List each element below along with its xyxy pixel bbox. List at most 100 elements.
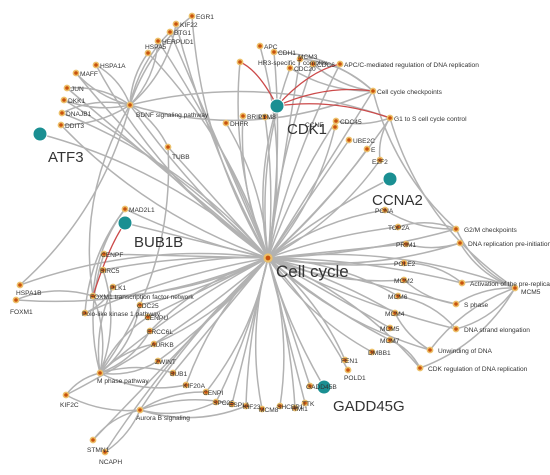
- node-mcm3: [296, 55, 304, 63]
- node-label-gadd45b: GADD45B: [306, 384, 337, 391]
- edge-g2m-top2a: [397, 222, 457, 230]
- node-kif2c: [62, 391, 70, 399]
- edge-center-mcm4: [267, 257, 396, 314]
- edge-center-hspa1b: [19, 252, 269, 286]
- node-plk1: [109, 283, 117, 291]
- node-label-apc: APC: [264, 44, 278, 51]
- node-label-kif22: KIF22: [180, 22, 198, 29]
- node-stmn1: [89, 436, 97, 444]
- node-label-foxm1: FOXM1: [10, 309, 33, 316]
- node-apc: [256, 42, 264, 50]
- edge-g2m-cck: [372, 90, 457, 230]
- node-apcdr: [336, 60, 344, 68]
- node-plkpath: [81, 309, 89, 317]
- node-label-ercc6l: ERCC6L: [147, 329, 173, 336]
- node-pole2: [400, 259, 408, 267]
- node-label-cdc45: CDC45: [340, 119, 362, 126]
- node-ncaph: [101, 448, 109, 456]
- edge-foxm1tf-mphase: [92, 295, 104, 374]
- node-label-pcna: PCNA: [375, 208, 394, 215]
- node-layer: [12, 12, 519, 456]
- node-label-g2m: G2/M checkpoints: [464, 227, 517, 234]
- node-label-plk1: PLK1: [110, 285, 126, 292]
- edge-dnarep-prim1: [405, 242, 461, 249]
- edge-aurorab-kif23: [139, 405, 247, 419]
- node-label-mcm6: MCM6: [388, 294, 408, 301]
- node-label-zwint: ZWINT: [155, 359, 176, 366]
- edge-center-ccna2: [267, 178, 391, 259]
- edge-aurorab-espl1: [139, 399, 233, 411]
- node-label-stmn1: STMN1: [87, 447, 110, 454]
- node-label-cck: Cell cycle checkpoints: [377, 89, 443, 96]
- node-bdnf: [126, 101, 134, 109]
- edge-aurorab-ncaph: [104, 409, 141, 453]
- node-dnastrand: [452, 325, 460, 333]
- edge-center-dhfr: [225, 122, 269, 259]
- node-label-kif20a: KIF20A: [183, 383, 206, 390]
- edge-center-mcm3: [267, 58, 301, 259]
- hub-node-cdk1: [269, 98, 285, 114]
- node-label-shcbp1: SHCBP1: [277, 404, 304, 411]
- node-tnrc: [236, 58, 244, 66]
- edge-center-ttk: [267, 257, 306, 404]
- edge-cdkreg-mcm7: [389, 339, 421, 369]
- node-birc5: [99, 266, 107, 274]
- edge-sphase-mcm2: [403, 279, 457, 305]
- edge-center-cdc6: [267, 63, 314, 259]
- node-mcm5b: [511, 284, 519, 292]
- node-espl1: [228, 400, 236, 408]
- edge-center-gadd45g: [267, 257, 325, 388]
- node-label-pold1: POLD1: [344, 375, 366, 382]
- node-label-spc25: SPC25: [213, 400, 234, 407]
- node-label-g1s: G1 to S cell cycle control: [394, 116, 467, 123]
- node-cdc20: [286, 64, 294, 72]
- node-ercc6l: [146, 327, 154, 335]
- node-aurkb: [150, 340, 158, 348]
- edge-aurorab-cenpi: [139, 391, 207, 411]
- edge-mphase-kif2c: [65, 372, 101, 396]
- edge-center-mcm5b: [267, 253, 516, 289]
- hub-node-atf3: [32, 126, 48, 142]
- node-label-apcdr: APC/C-mediated regulation of DNA replica…: [344, 62, 479, 69]
- edge-center-cck: [267, 90, 374, 259]
- node-unwinding: [426, 346, 434, 354]
- edge-bdnf-kif22: [129, 23, 177, 106]
- node-foxm1: [12, 296, 20, 304]
- node-label-aurkb: AURKB: [151, 342, 174, 349]
- node-label-btg1: BTG1: [174, 30, 192, 37]
- edge-center-dkk1: [63, 99, 269, 259]
- edge-center-e2f2: [267, 159, 381, 259]
- hub-label-gadd45g: GADD45G: [333, 398, 405, 415]
- edge-center-tubb: [167, 146, 269, 259]
- edge-bdnf-g1s: [129, 90, 391, 119]
- edge-mphase-zwint: [99, 360, 159, 375]
- hub-label-ccna2: CCNA2: [372, 192, 423, 209]
- node-ttk: [301, 399, 309, 407]
- edge-bdnf-hspa1a: [95, 64, 131, 106]
- node-label-cdkreg: CDK regulation of DNA replication: [428, 366, 528, 373]
- hub-label-atf3: ATF3: [48, 149, 84, 166]
- edge-center-bub1b: [124, 222, 269, 259]
- edge-foxm1tf-foxm1: [15, 290, 94, 301]
- edge-center-mcm6: [267, 257, 399, 297]
- node-label-dmbb1: DMBB1: [368, 350, 391, 357]
- node-label-dnajb1: DNAJB1: [66, 111, 92, 118]
- hub-node-ccna2: [382, 171, 398, 187]
- node-label-foxm1tf: FOXM1 transcription factor network: [90, 294, 194, 301]
- edge-center-g2m: [267, 228, 457, 259]
- node-label-mcm5b: MCM5: [521, 289, 541, 296]
- node-label-ddit3: DDIT3: [65, 123, 84, 130]
- edge-aurorab-stmn1: [92, 409, 141, 441]
- node-cdkreg: [416, 364, 424, 372]
- node-ccne: [331, 123, 339, 131]
- node-label-mcm3: MCM3: [298, 54, 318, 61]
- edge-bdnf-btg1: [129, 31, 171, 106]
- edge-center-g1s: [267, 117, 391, 259]
- edge-bdnf-egr1: [129, 15, 193, 106]
- edge-plkpath-mad2l1: [84, 208, 126, 314]
- edge-mphase-birc5: [99, 269, 112, 374]
- edge-center-cdk1: [262, 105, 278, 259]
- node-ddit3: [57, 121, 65, 129]
- node-label-mcm5: MCM5: [380, 326, 400, 333]
- node-label-e2f2: E2F2: [372, 159, 388, 166]
